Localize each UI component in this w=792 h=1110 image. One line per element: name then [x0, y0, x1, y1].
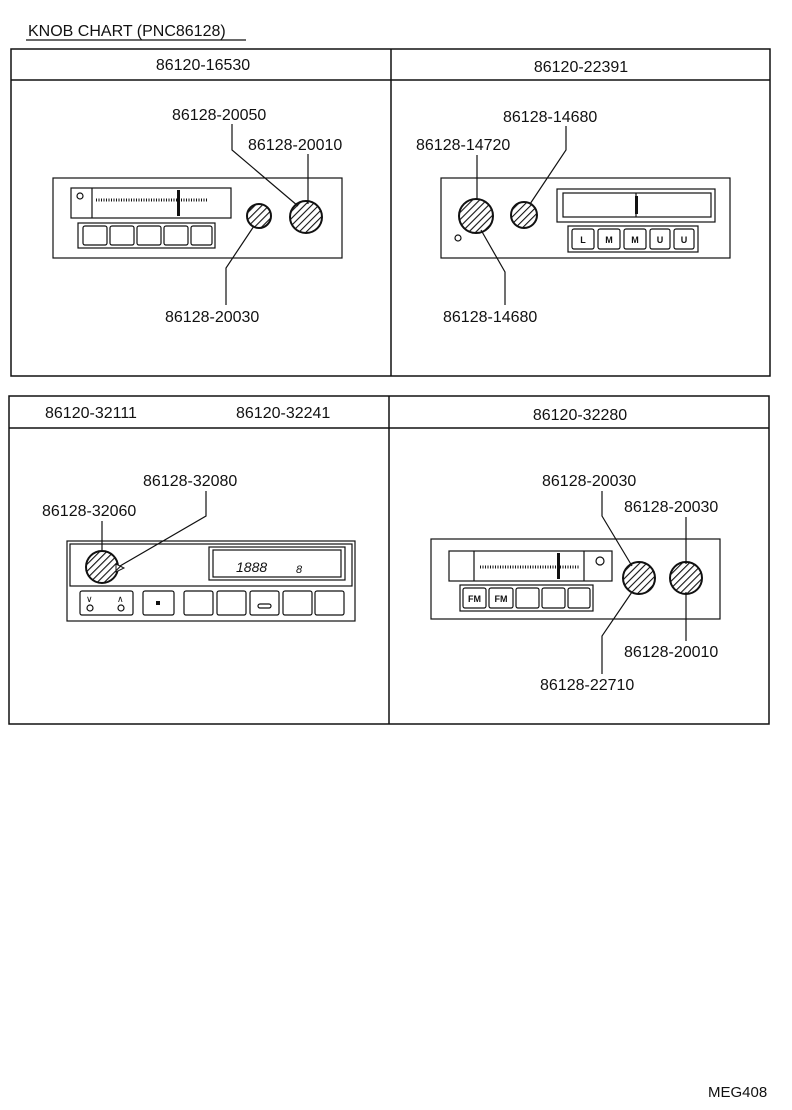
panel-4-header: 86120-32280: [533, 407, 627, 424]
part-number: 86128-20050: [172, 107, 266, 124]
knob-left: [246, 203, 272, 229]
knob-left: [458, 198, 494, 234]
part-number: 86128-22710: [540, 677, 634, 694]
knob-volume: [85, 550, 119, 584]
panel-3-header: 86120-32111: [45, 405, 137, 422]
preset-buttons: FM FM: [459, 584, 594, 612]
radio-unit-2: L M M U U: [440, 177, 731, 259]
leader-line: [480, 229, 506, 305]
panel-1-header: 86120-16530: [156, 57, 250, 74]
button-label: FM: [468, 594, 481, 604]
lcd-display: 1888: [236, 559, 267, 575]
leader-line: [601, 591, 633, 674]
knob-pointer: [115, 563, 126, 573]
leader-line: [225, 225, 255, 305]
leader-line: [601, 491, 633, 567]
leader-line: [231, 124, 299, 207]
seek-up-icon: ∧: [117, 594, 124, 604]
seek-down-icon: ∨: [86, 594, 93, 604]
panel-3: 86120-32111 86120-32241 1888 8 ∨ ∧: [42, 405, 356, 622]
part-number: 86128-32060: [42, 503, 136, 520]
preset-buttons: [77, 222, 216, 249]
panel-3-header: 86120-32241: [236, 405, 330, 422]
drawing-code: MEG408: [708, 1084, 767, 1101]
button-label: M: [631, 235, 639, 245]
panel-2-header: 86120-22391: [534, 59, 628, 76]
panel-2: 86120-22391 L M M U U: [416, 59, 731, 326]
panel-4: 86120-32280 FM FM 86128-20030 861: [430, 407, 721, 694]
leader-line: [529, 126, 567, 205]
part-number: 86128-20010: [248, 137, 342, 154]
radio-unit-1: [52, 177, 343, 259]
part-number: 86128-14680: [503, 109, 597, 126]
button-label: FM: [495, 594, 508, 604]
knob-right: [289, 200, 323, 234]
button-label: U: [657, 235, 664, 245]
part-number: 86128-20010: [624, 644, 718, 661]
panel-1: 86120-16530 86128-20050 86128-20010 8612…: [52, 57, 343, 326]
knob-left: [622, 561, 656, 595]
button-label: M: [605, 235, 613, 245]
control-buttons: ∨ ∧: [79, 590, 345, 616]
radio-unit-4: FM FM: [430, 538, 721, 620]
button-label: U: [681, 235, 688, 245]
button-label: L: [580, 235, 586, 245]
knob-right: [510, 201, 538, 229]
part-number: 86128-20030: [624, 499, 718, 516]
part-number: 86128-32080: [143, 473, 237, 490]
mode-buttons: L M M U U: [567, 225, 699, 253]
knob-right: [669, 561, 703, 595]
lcd-display-sub: 8: [296, 564, 303, 576]
part-number: 86128-20030: [165, 309, 259, 326]
chart-title: KNOB CHART (PNC86128): [28, 23, 226, 40]
part-number: 86128-14720: [416, 137, 510, 154]
part-number: 86128-20030: [542, 473, 636, 490]
part-number: 86128-14680: [443, 309, 537, 326]
leader-line: [119, 491, 207, 567]
radio-unit-3: 1888 8 ∨ ∧: [66, 540, 356, 622]
top-frame: [10, 48, 771, 377]
bottom-frame: [8, 395, 770, 725]
